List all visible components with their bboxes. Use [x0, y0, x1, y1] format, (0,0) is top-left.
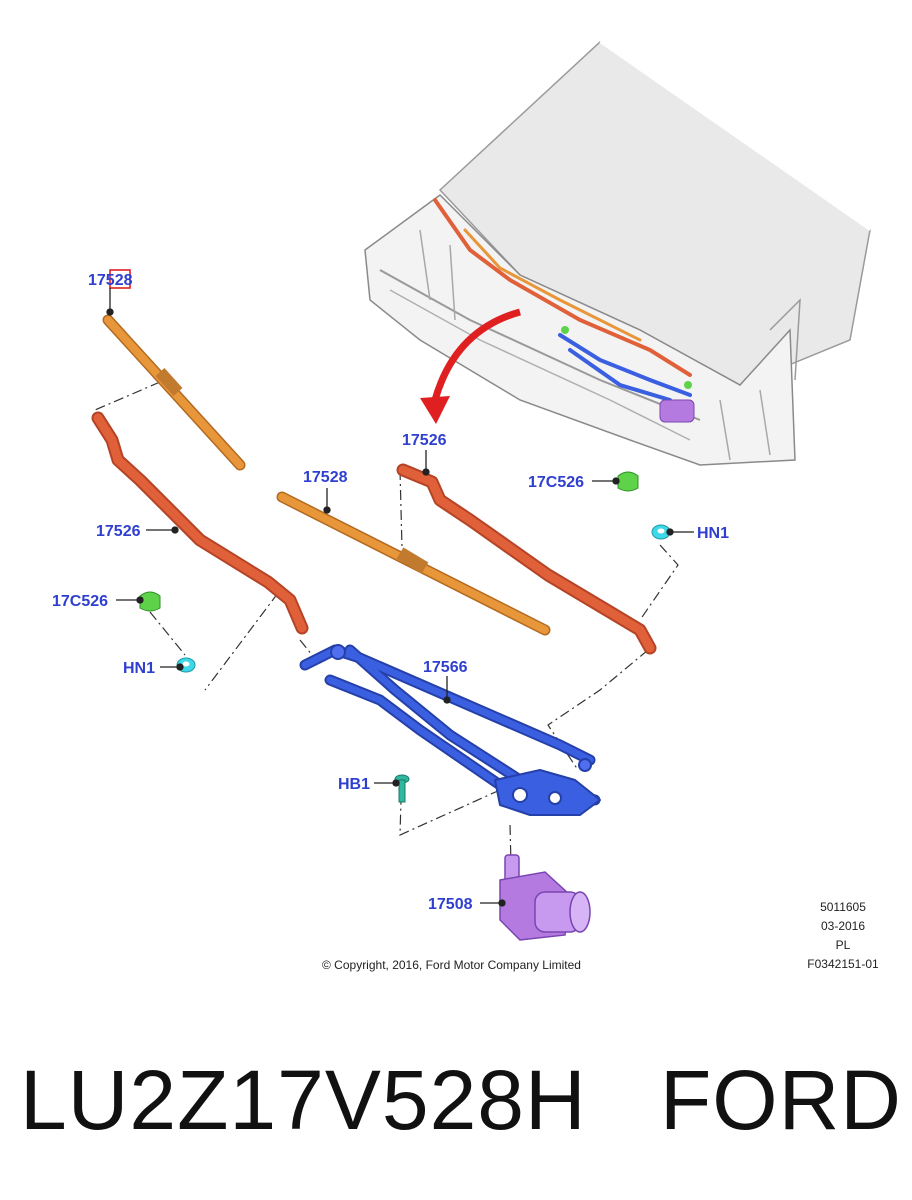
callout-17c526-right: 17C526 — [528, 474, 584, 491]
copyright-text: © Copyright, 2016, Ford Motor Company Li… — [322, 958, 581, 972]
installation-arrow — [420, 308, 521, 424]
reference-figure: F0342151-01 — [807, 957, 879, 971]
callout-17528-left: 17528 — [88, 272, 133, 289]
callout-17c526-left: 17C526 — [52, 593, 108, 610]
wiper-linkage — [299, 644, 601, 816]
leader-lines — [106, 269, 694, 907]
callout-17566: 17566 — [423, 659, 468, 676]
wiper-blade-left — [102, 314, 246, 471]
cap-icon — [139, 591, 161, 612]
callout-hn1-left: HN1 — [123, 660, 155, 677]
callout-17508: 17508 — [428, 896, 473, 913]
bolt-icon — [394, 774, 410, 803]
wiper-arm-right — [396, 463, 657, 655]
callout-17526-right: 17526 — [402, 432, 447, 449]
callout-hn1-right: HN1 — [697, 525, 729, 542]
brand-name: FORD — [660, 1053, 902, 1147]
callout-17526-left: 17526 — [96, 523, 141, 540]
wiper-motor — [499, 854, 591, 941]
nut-icon — [651, 524, 671, 540]
wiper-arm-left — [91, 411, 309, 635]
cap-icon — [617, 471, 639, 492]
reference-lang: PL — [836, 938, 851, 952]
reference-date: 03-2016 — [821, 919, 865, 933]
part-number: LU2Z17V528H — [20, 1053, 587, 1147]
assembly-lines — [94, 381, 679, 906]
exploded-parts-diagram: 17528 17526 17C526 HN1 17528 17526 17C52… — [52, 41, 879, 972]
reference-number: 5011605 — [820, 900, 866, 914]
part-banner: LU2Z17V528H FORD — [0, 1040, 912, 1180]
callout-hb1: HB1 — [338, 776, 370, 793]
vehicle-cowl-illustration — [364, 41, 871, 466]
wiper-blade-right — [276, 491, 551, 636]
callout-17528-right: 17528 — [303, 469, 348, 486]
